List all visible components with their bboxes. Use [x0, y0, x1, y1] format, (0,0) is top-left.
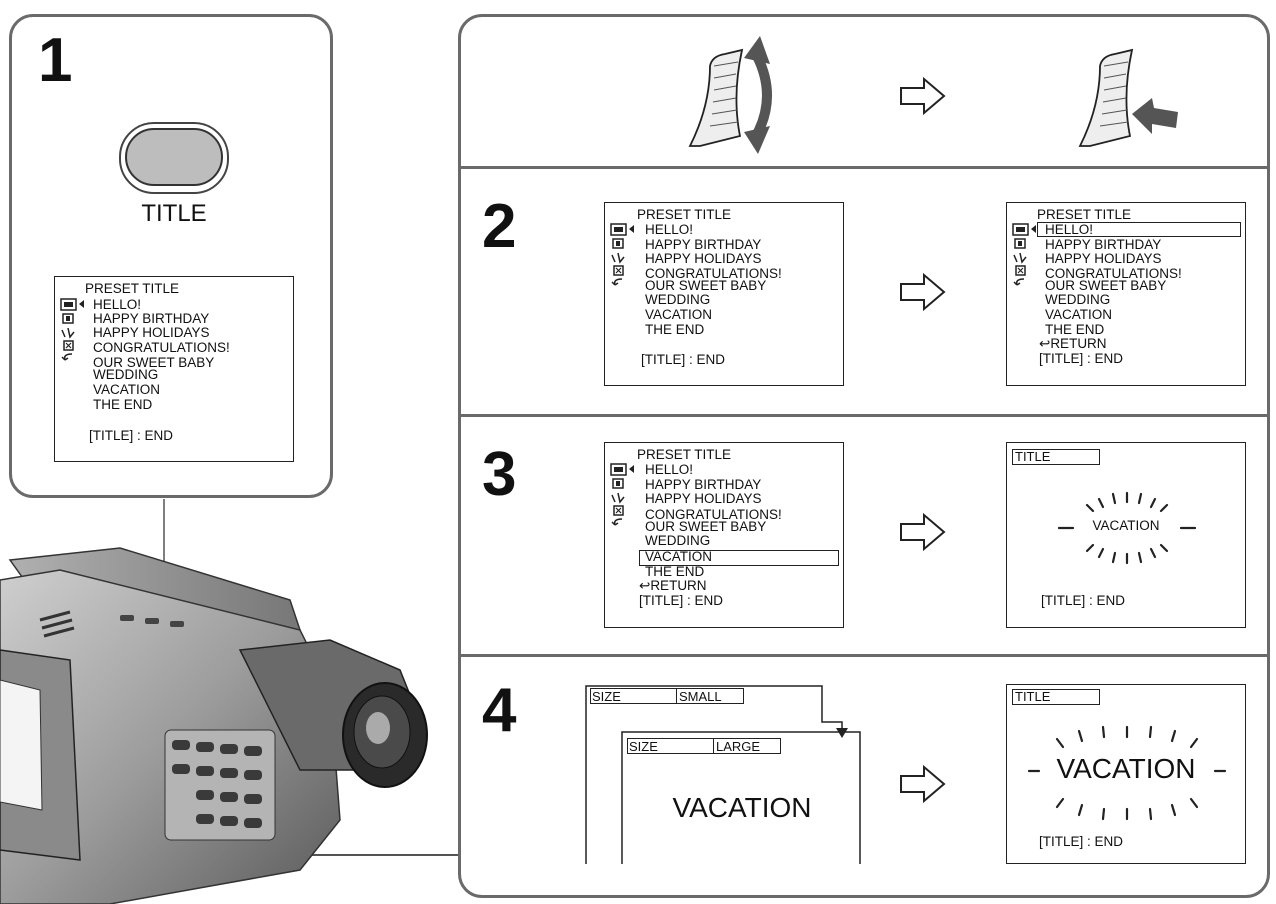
title-footer: [TITLE] : END: [1041, 593, 1126, 608]
size-large-value: LARGE: [716, 739, 761, 754]
menu-item-sweet-baby[interactable]: OUR SWEET BABY: [645, 519, 767, 534]
menu-header: PRESET TITLE: [85, 281, 180, 296]
menu-item-the-end[interactable]: THE END: [1045, 322, 1105, 337]
divider-2: [458, 414, 1270, 417]
menu-item-congratulations[interactable]: CONGRATULATIONS!: [93, 340, 230, 355]
title-tag: TITLE: [1015, 689, 1051, 704]
menu-item-sweet-baby[interactable]: OUR SWEET BABY: [93, 355, 215, 370]
menu-item-sweet-baby[interactable]: OUR SWEET BABY: [645, 278, 767, 293]
menu-header: PRESET TITLE: [637, 447, 732, 462]
menu-side-icons: [60, 298, 84, 361]
step-2-menu-screen: PRESET TITLE HELLO! HAPPY BIRTHDAY HAPPY…: [604, 202, 844, 386]
size-large-value-box: [713, 738, 781, 754]
arrow-icon: [900, 76, 946, 116]
large-vacation-text: VACATION: [672, 792, 812, 823]
menu-header: PRESET TITLE: [637, 207, 732, 222]
arrow-icon: [900, 764, 946, 804]
step-1-number: 1: [38, 26, 73, 95]
menu-item-congratulations[interactable]: CONGRATULATIONS!: [1045, 266, 1182, 281]
blink-rays-icon: [1027, 725, 1227, 821]
size-small-value-box: [676, 688, 744, 704]
menu-item-hello[interactable]: HELLO!: [1045, 222, 1094, 237]
menu-item-congratulations[interactable]: CONGRATULATIONS!: [645, 266, 782, 281]
menu-item-wedding[interactable]: WEDDING: [645, 292, 711, 307]
return-icon: ↩: [639, 578, 651, 593]
menu-item-the-end[interactable]: THE END: [645, 564, 705, 579]
menu-item-vacation[interactable]: VACATION: [645, 307, 713, 322]
title-tag-box: [1012, 689, 1100, 705]
menu-side-icons: [610, 463, 634, 526]
menu-item-wedding[interactable]: WEDDING: [645, 533, 711, 548]
dial-turn-icon: [688, 36, 772, 154]
menu-footer: [TITLE] : END: [639, 593, 724, 608]
menu-footer: [TITLE] : END: [641, 352, 726, 367]
menu-item-birthday[interactable]: HAPPY BIRTHDAY: [1045, 237, 1162, 252]
menu-item-holidays[interactable]: HAPPY HOLIDAYS: [645, 251, 762, 266]
menu-side-icons: [610, 223, 634, 286]
title-footer: [TITLE] : END: [1039, 834, 1124, 849]
blink-rays-icon: [1057, 491, 1197, 565]
step-3-number: 3: [482, 440, 517, 509]
menu-item-vacation[interactable]: VACATION: [1045, 307, 1113, 322]
menu-item-sweet-baby[interactable]: OUR SWEET BABY: [1045, 278, 1167, 293]
menu-header: PRESET TITLE: [1037, 207, 1132, 222]
menu-item-hello[interactable]: HELLO!: [645, 462, 694, 477]
menu-item-birthday[interactable]: HAPPY BIRTHDAY: [645, 237, 762, 252]
title-tag: TITLE: [1015, 449, 1051, 464]
title-text-large: VACATION: [1056, 753, 1196, 784]
title-button-icon[interactable]: [117, 120, 231, 196]
step-3-menu-screen: PRESET TITLE HELLO! HAPPY BIRTHDAY HAPPY…: [604, 442, 844, 628]
divider-1: [458, 166, 1270, 169]
menu-item-birthday[interactable]: HAPPY BIRTHDAY: [645, 477, 762, 492]
menu-item-birthday[interactable]: HAPPY BIRTHDAY: [93, 311, 210, 326]
step-2-number: 2: [482, 192, 517, 261]
menu-item-vacation[interactable]: VACATION: [645, 549, 713, 564]
step-2-menu-selected-screen: PRESET TITLE HELLO! HAPPY BIRTHDAY HAPPY…: [1006, 202, 1246, 386]
menu-item-the-end[interactable]: THE END: [93, 397, 153, 412]
menu-item-wedding[interactable]: WEDDING: [1045, 292, 1111, 307]
menu-item-return[interactable]: ↩RETURN: [1039, 336, 1107, 351]
selection-highlight: [639, 550, 839, 566]
menu-item-hello[interactable]: HELLO!: [645, 222, 694, 237]
menu-item-the-end[interactable]: THE END: [645, 322, 705, 337]
step-1-menu-screen: PRESET TITLE HELLO! HAPPY BIRTHDAY HAPPY…: [54, 276, 294, 462]
menu-item-holidays[interactable]: HAPPY HOLIDAYS: [645, 491, 762, 506]
menu-item-vacation[interactable]: VACATION: [93, 382, 161, 397]
menu-footer: [TITLE] : END: [1039, 351, 1124, 366]
step-3-title-screen: TITLE VACATION [TITLE] : END: [1006, 442, 1246, 628]
dial-press-icon: [1078, 48, 1178, 147]
return-icon: ↩: [1039, 336, 1051, 351]
size-screens-frame: [585, 685, 861, 864]
menu-item-holidays[interactable]: HAPPY HOLIDAYS: [93, 325, 210, 340]
menu-footer: [TITLE] : END: [89, 428, 174, 443]
title-tag-box: [1012, 449, 1100, 465]
size-small-value: SMALL: [679, 689, 722, 704]
size-large-label: SIZE: [629, 739, 658, 754]
menu-side-icons: [1012, 223, 1036, 286]
title-text: VACATION: [1092, 518, 1160, 533]
camcorder-illustration: [0, 547, 428, 904]
arrow-icon: [900, 272, 946, 312]
menu-item-hello[interactable]: HELLO!: [93, 297, 142, 312]
selection-highlight: [1037, 222, 1241, 237]
title-button-label: TITLE: [141, 200, 207, 227]
size-small-label: SIZE: [592, 689, 621, 704]
menu-item-congratulations[interactable]: CONGRATULATIONS!: [645, 507, 782, 522]
menu-item-holidays[interactable]: HAPPY HOLIDAYS: [1045, 251, 1162, 266]
step-4-number: 4: [482, 676, 517, 745]
divider-3: [458, 654, 1270, 657]
step-4-title-screen: TITLE VACATION [TITLE] : END: [1006, 684, 1246, 864]
menu-item-wedding[interactable]: WEDDING: [93, 367, 159, 382]
arrow-icon: [900, 512, 946, 552]
menu-item-return[interactable]: ↩RETURN: [639, 578, 707, 593]
